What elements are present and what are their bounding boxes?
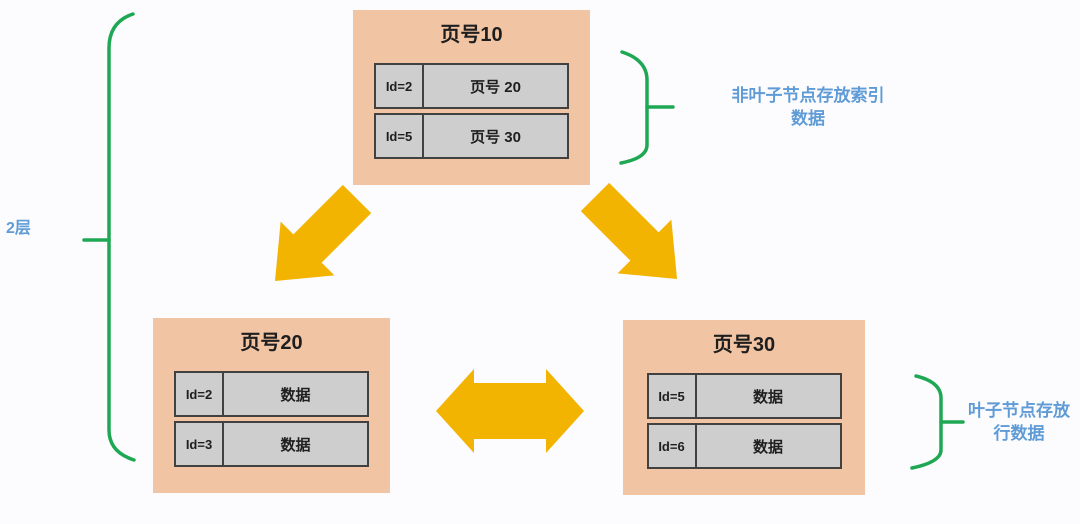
double-arrow-icon bbox=[436, 369, 584, 453]
node-rows: Id=5 数据 Id=6 数据 bbox=[646, 373, 842, 469]
arrow-down-right-icon bbox=[580, 182, 678, 280]
table-row: Id=5 数据 bbox=[646, 373, 842, 419]
node-title: 页号20 bbox=[240, 332, 303, 354]
leaf-note-line2: 行数据 bbox=[993, 424, 1045, 443]
node-page-10: 页号10 Id=2 页号 20 Id=5 页号 30 bbox=[353, 10, 590, 185]
table-row: Id=2 页号 20 bbox=[374, 63, 569, 109]
non-leaf-note: 非叶子节点存放索引 数据 bbox=[698, 84, 918, 130]
node-page-30: 页号30 Id=5 数据 Id=6 数据 bbox=[623, 320, 865, 495]
node-title: 页号10 bbox=[440, 24, 503, 46]
row-key: Id=6 bbox=[649, 425, 697, 467]
node-page-20: 页号20 Id=2 数据 Id=3 数据 bbox=[153, 318, 390, 493]
node-title: 页号30 bbox=[712, 334, 776, 356]
row-key: Id=5 bbox=[649, 375, 697, 417]
table-row: Id=6 数据 bbox=[646, 423, 842, 469]
leaf-note-line1: 叶子节点存放 bbox=[968, 401, 1070, 420]
non-leaf-note-line2: 数据 bbox=[791, 109, 825, 128]
non-leaf-note-line1: 非叶子节点存放索引 bbox=[731, 86, 885, 105]
leaf-note: 叶子节点存放 行数据 bbox=[958, 399, 1080, 445]
table-row: Id=3 数据 bbox=[174, 421, 369, 467]
brace-left-icon bbox=[82, 12, 136, 462]
row-key: Id=2 bbox=[376, 65, 424, 107]
row-value: 页号 20 bbox=[470, 78, 521, 96]
row-key: Id=3 bbox=[176, 423, 224, 465]
row-value: 数据 bbox=[752, 438, 783, 456]
row-value: 数据 bbox=[280, 436, 311, 454]
row-value: 数据 bbox=[752, 388, 783, 406]
row-value: 数据 bbox=[280, 386, 311, 404]
node-rows: Id=2 页号 20 Id=5 页号 30 bbox=[374, 63, 569, 159]
table-row: Id=2 数据 bbox=[174, 371, 369, 417]
row-value: 页号 30 bbox=[470, 128, 521, 146]
row-key: Id=2 bbox=[176, 373, 224, 415]
row-key: Id=5 bbox=[376, 115, 424, 157]
brace-right-bottom-icon bbox=[910, 374, 965, 470]
tree-height-label: 2层 bbox=[6, 220, 31, 237]
arrow-down-left-icon bbox=[274, 184, 372, 282]
brace-right-top-icon bbox=[619, 50, 675, 165]
table-row: Id=5 页号 30 bbox=[374, 113, 569, 159]
node-rows: Id=2 数据 Id=3 数据 bbox=[174, 371, 369, 467]
